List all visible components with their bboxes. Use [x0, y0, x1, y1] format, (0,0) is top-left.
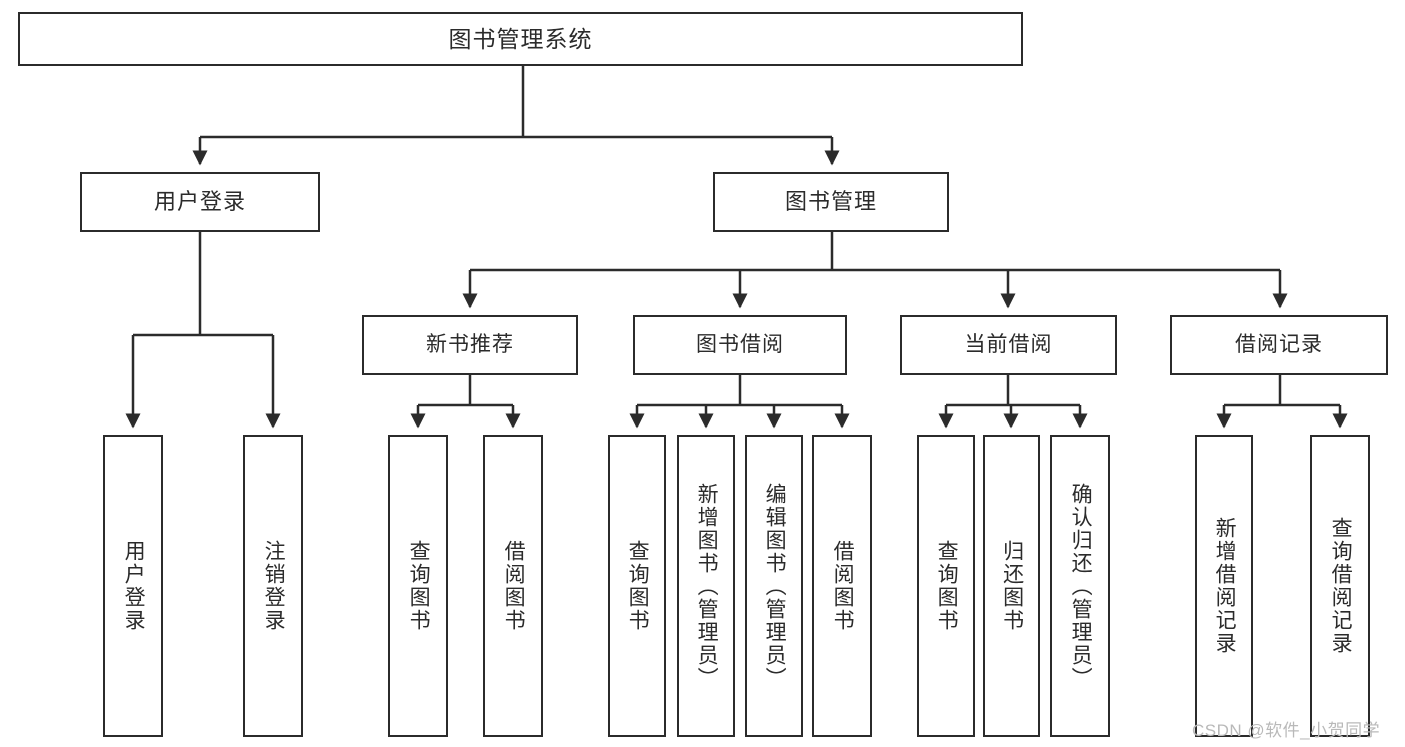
node-label: 图书管理 [784, 189, 877, 215]
node-label: 查询图书 [626, 540, 650, 632]
node-book-management[interactable]: 图书管理 [713, 172, 949, 232]
leaf-node-confirm-return-admin[interactable]: 确认归还（管理员） [1050, 435, 1110, 737]
leaf-node-query-borrow-record[interactable]: 查询借阅记录 [1310, 435, 1370, 737]
node-label: 借阅图书 [502, 540, 526, 632]
node-label: 编辑图书（管理员） [763, 482, 787, 690]
node-label: 图书借阅 [696, 332, 784, 356]
node-label: 注销登录 [262, 540, 286, 632]
leaf-node-query-books-borrow[interactable]: 查询图书 [608, 435, 666, 737]
node-borrowing-records[interactable]: 借阅记录 [1170, 315, 1388, 375]
node-label: 确认归还（管理员） [1069, 482, 1093, 690]
node-label: 归还图书 [1000, 540, 1024, 632]
leaf-node-edit-book-admin[interactable]: 编辑图书（管理员） [745, 435, 803, 737]
node-label: 当前借阅 [964, 332, 1053, 356]
node-label: 查询借阅记录 [1329, 517, 1353, 655]
node-label: 借阅记录 [1235, 332, 1323, 356]
node-book-borrowing[interactable]: 图书借阅 [633, 315, 847, 375]
node-label: 用户登录 [153, 189, 246, 215]
node-label: 借阅图书 [831, 540, 855, 632]
node-new-book-recommendation[interactable]: 新书推荐 [362, 315, 578, 375]
node-label: 新增图书（管理员） [695, 482, 719, 690]
leaf-node-add-borrow-record[interactable]: 新增借阅记录 [1195, 435, 1253, 737]
leaf-node-query-books-recommend[interactable]: 查询图书 [388, 435, 448, 737]
node-label: 用户登录 [122, 540, 146, 632]
node-label: 图书管理系统 [448, 25, 593, 52]
leaf-node-query-books-current[interactable]: 查询图书 [917, 435, 975, 737]
leaf-node-user-login[interactable]: 用户登录 [103, 435, 163, 737]
leaf-node-borrow-books[interactable]: 借阅图书 [812, 435, 872, 737]
leaf-node-borrow-books-recommend[interactable]: 借阅图书 [483, 435, 543, 737]
leaf-node-return-books[interactable]: 归还图书 [983, 435, 1040, 737]
node-label: 查询图书 [407, 540, 431, 632]
csdn-watermark: CSDN @软件_小贺同学 [1192, 721, 1381, 740]
node-user-login[interactable]: 用户登录 [80, 172, 320, 232]
node-book-management-system[interactable]: 图书管理系统 [18, 12, 1023, 66]
node-label: 查询图书 [935, 540, 959, 632]
node-label: 新增借阅记录 [1213, 517, 1237, 655]
node-label: 新书推荐 [426, 332, 514, 356]
leaf-node-logout[interactable]: 注销登录 [243, 435, 303, 737]
leaf-node-add-book-admin[interactable]: 新增图书（管理员） [677, 435, 735, 737]
node-current-borrowing[interactable]: 当前借阅 [900, 315, 1117, 375]
